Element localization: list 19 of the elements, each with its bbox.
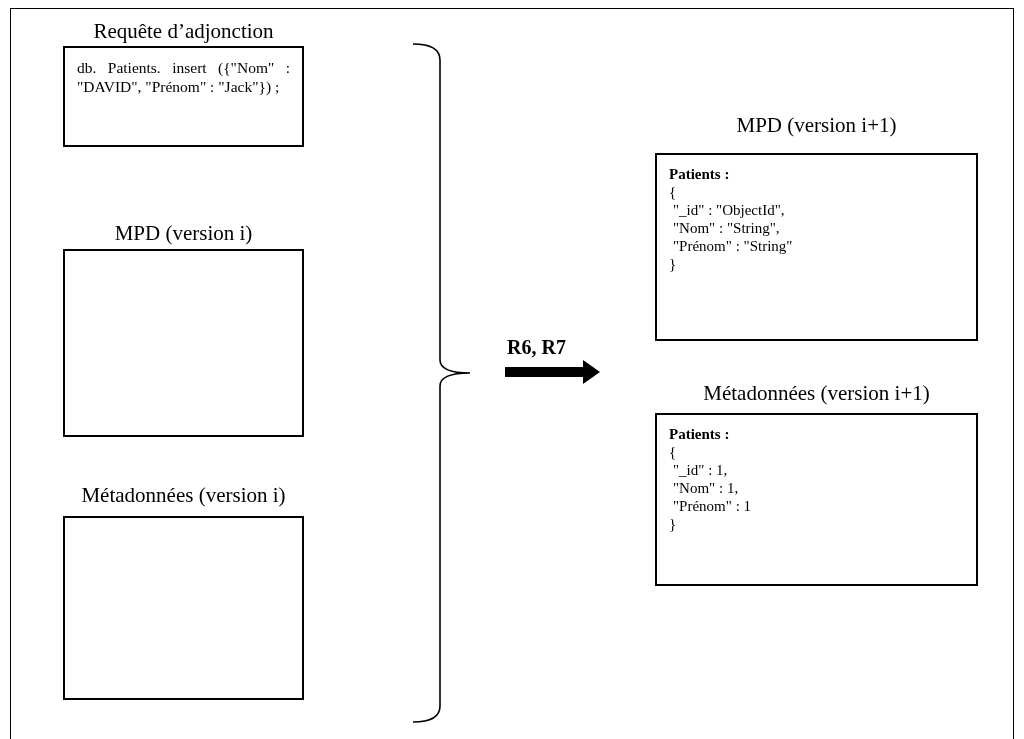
box-heading: Requête d’adjonction — [93, 18, 274, 44]
code-line: "_id" : 1, — [673, 461, 728, 479]
box-heading: Métadonnées (version i) — [81, 482, 286, 508]
code-line: "Prénom" : "String" — [673, 237, 793, 255]
code-line: "Nom" : 1, — [673, 479, 739, 497]
collection-name: Patients : — [669, 165, 730, 183]
code-line: { — [669, 443, 677, 461]
box-heading: MPD (version i+1) — [736, 112, 897, 138]
rule-label: R6, R7 — [507, 336, 566, 359]
box-heading: MPD (version i) — [114, 220, 253, 246]
box-heading: Métadonnées (version i+1) — [703, 380, 930, 406]
code-line: "_id" : "ObjectId", — [673, 201, 785, 219]
collection-name: Patients : — [669, 425, 730, 443]
code-line: } — [669, 515, 677, 533]
code-line: "Prénom" : 1 — [673, 497, 752, 515]
query-text: db. Patients. insert ({"Nom" : "DAVID", "Prénom" : "Jack"}) ; — [77, 58, 290, 96]
code-line: "Nom" : "String", — [673, 219, 780, 237]
code-line: } — [669, 255, 677, 273]
code-line: { — [669, 183, 677, 201]
